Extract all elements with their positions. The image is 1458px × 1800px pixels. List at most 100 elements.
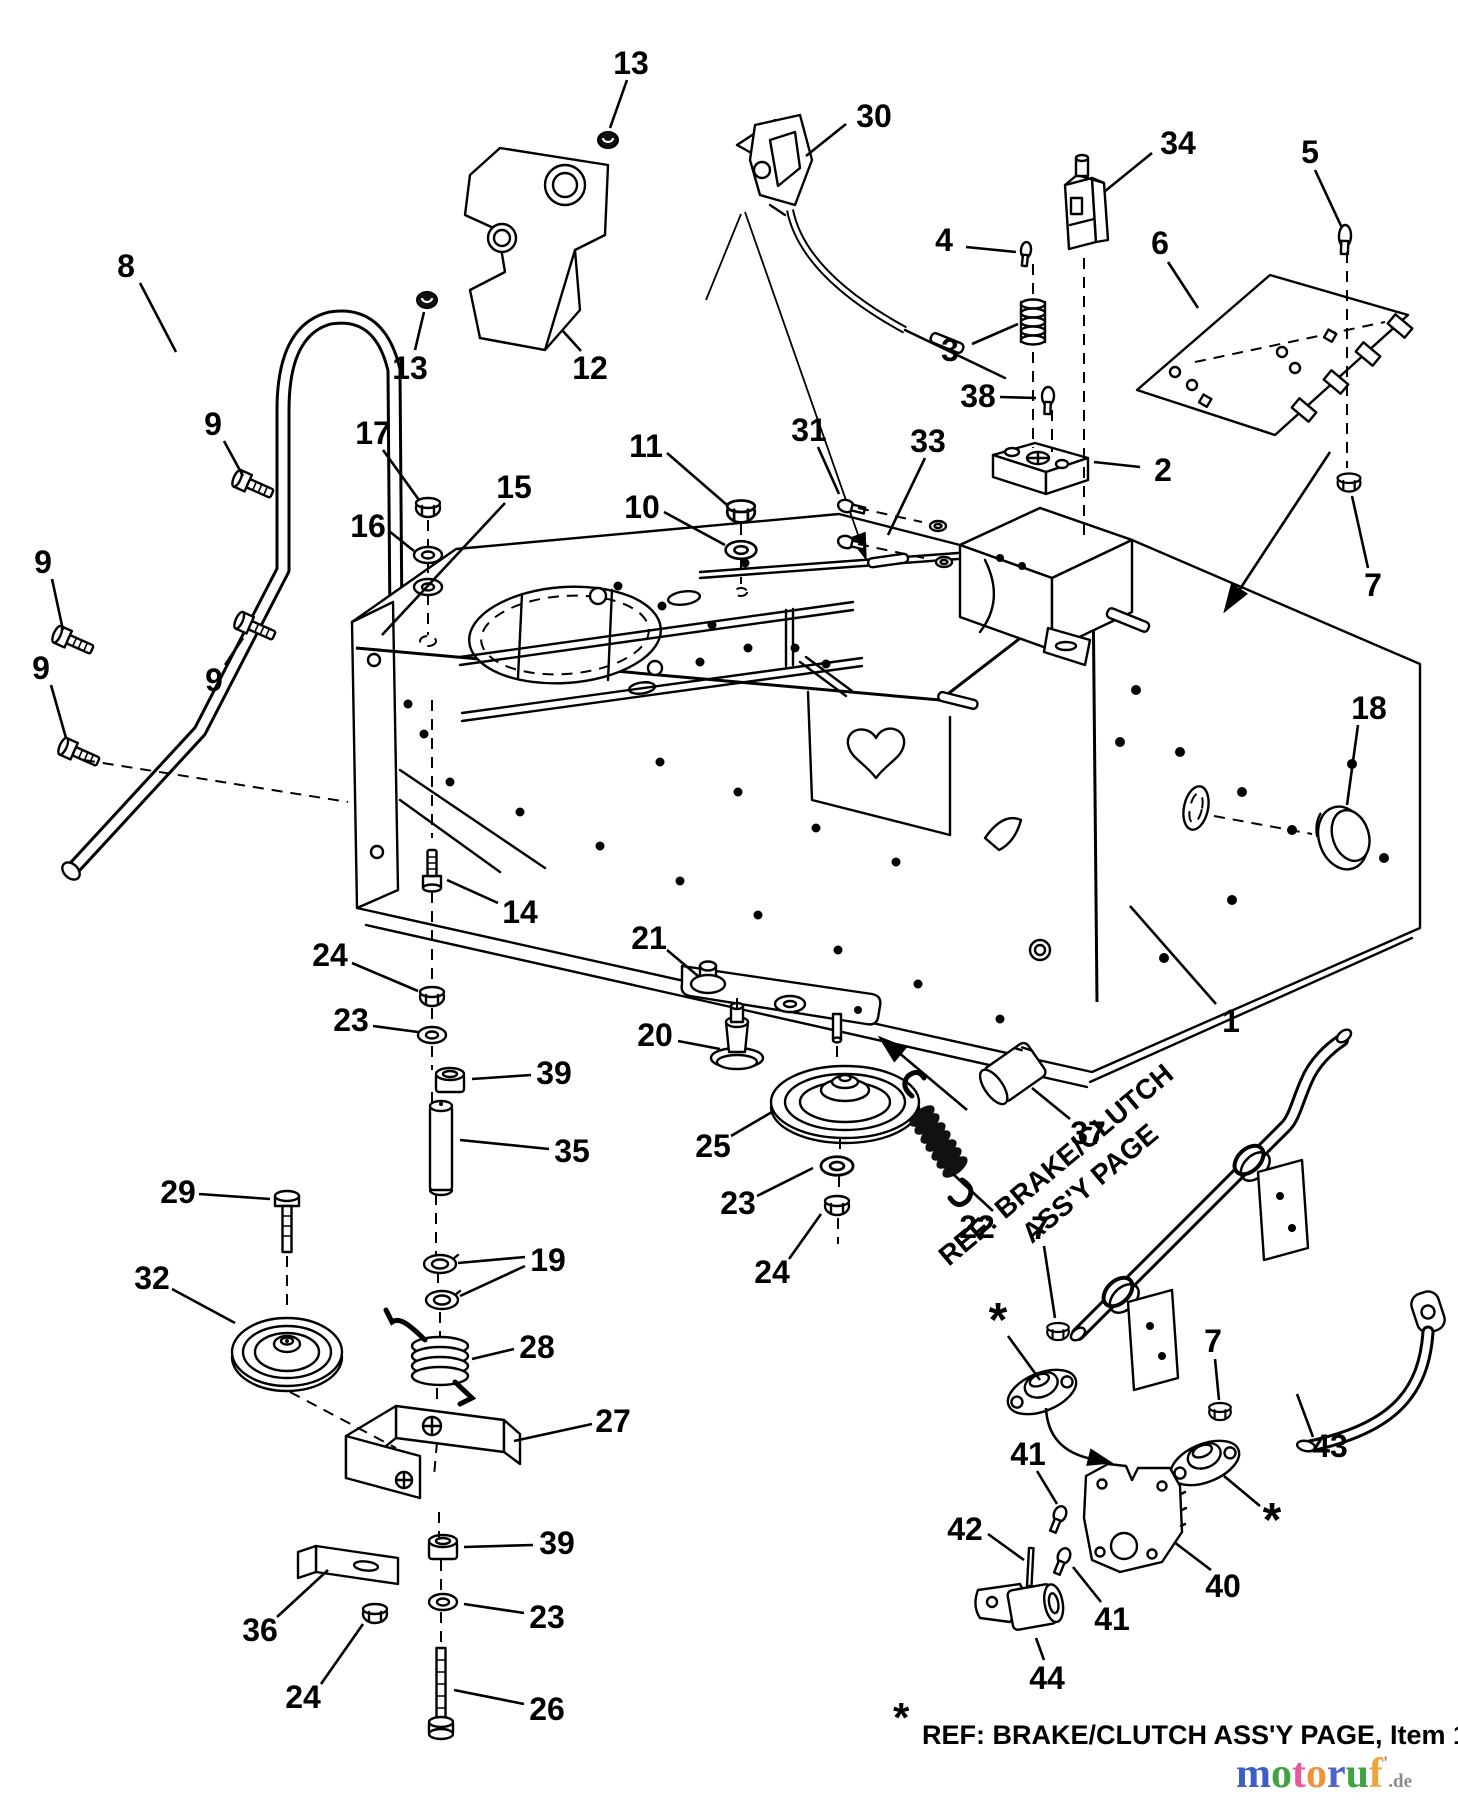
callout-42: 42	[947, 1511, 983, 1547]
washer-10	[724, 539, 758, 561]
asterisk-lower: *	[1263, 1494, 1282, 1547]
callout-13-left: 13	[392, 350, 428, 386]
nut-7-lower-right	[1208, 1401, 1232, 1422]
nut-11	[725, 499, 757, 524]
switch-34	[1063, 153, 1110, 251]
callout-14: 14	[502, 894, 538, 930]
callout-11: 11	[629, 428, 663, 464]
callout-24c: 24	[285, 1679, 321, 1715]
washer-23-lower	[427, 1592, 459, 1612]
screw-38	[1040, 385, 1056, 416]
callout-3: 3	[941, 332, 959, 368]
nut-24-lower	[361, 1602, 389, 1625]
callout-1: 1	[1222, 1003, 1240, 1039]
callout-40: 40	[1205, 1568, 1241, 1604]
bracket-12	[463, 146, 610, 352]
torsion-spring-28	[383, 1307, 477, 1407]
angle-bracket-36	[296, 1544, 400, 1586]
flat-idler-pulley-32	[230, 1316, 344, 1393]
callout-24a: 24	[312, 937, 348, 973]
callout-31: 31	[791, 412, 827, 448]
callout-10: 10	[624, 489, 660, 525]
callout-39a: 39	[536, 1055, 572, 1091]
callout-36: 36	[242, 1612, 278, 1648]
screw-4	[1019, 240, 1033, 268]
nut-13-left	[415, 290, 439, 310]
extension-spring-22	[877, 1035, 974, 1207]
callout-23b: 23	[720, 1185, 756, 1221]
nut-7-center	[1046, 1321, 1070, 1342]
callout-29: 29	[160, 1174, 196, 1210]
spacer-block-2	[991, 441, 1090, 496]
v-idler-pulley-25	[769, 1064, 921, 1145]
assembly-dashed-lines	[83, 252, 1348, 1644]
grommet-18	[1315, 805, 1371, 871]
callout-27: 27	[595, 1403, 631, 1439]
callout-41a: 41	[1010, 1436, 1046, 1472]
mount-plate-40	[1082, 1462, 1188, 1574]
nut-24-upper	[418, 985, 446, 1008]
nut-7-right	[1336, 472, 1362, 493]
callout-25: 25	[695, 1128, 731, 1164]
spacer-37	[978, 1041, 1047, 1106]
nut-24-center	[823, 1194, 851, 1217]
callout-34: 34	[1160, 125, 1196, 161]
nut-17	[414, 496, 442, 519]
callout-9b: 9	[34, 544, 52, 580]
callout-30: 30	[856, 98, 892, 134]
callout-39b: 39	[539, 1525, 575, 1561]
callout-4: 4	[935, 222, 953, 258]
callout-44: 44	[1029, 1660, 1065, 1696]
callout-38: 38	[960, 378, 996, 414]
callout-22: 22	[959, 1209, 995, 1245]
footnote-asterisk: *	[893, 1694, 910, 1741]
leader-lines	[49, 79, 1370, 1706]
callout-9a: 9	[204, 406, 222, 442]
logo-mark: '	[1383, 1753, 1388, 1774]
idler-bracket-27	[344, 1404, 522, 1500]
bushing-39-lower	[427, 1533, 459, 1561]
callout-7c: 7	[1204, 1323, 1222, 1359]
spring-3	[1019, 298, 1047, 346]
callout-5: 5	[1301, 134, 1319, 170]
callout-17: 17	[355, 415, 391, 451]
callout-18: 18	[1351, 690, 1387, 726]
nut-13-top	[596, 130, 620, 150]
callout-9c: 9	[32, 650, 50, 686]
callout-12: 12	[572, 350, 608, 386]
bent-rod-43	[1295, 1290, 1446, 1453]
callout-6: 6	[1151, 225, 1169, 261]
callout-43: 43	[1312, 1428, 1348, 1464]
assembly-arrow-right	[1223, 451, 1332, 614]
cable-bracket-30	[705, 113, 1007, 562]
curved-arrow	[1044, 1407, 1114, 1466]
washer-23-center	[819, 1155, 855, 1177]
callout-24b: 24	[754, 1254, 790, 1290]
callout-23a: 23	[333, 1002, 369, 1038]
callout-21: 21	[631, 920, 667, 956]
callout-7b: 7	[1031, 1210, 1049, 1246]
callout-9d: 9	[205, 662, 223, 698]
callout-2: 2	[1154, 452, 1172, 488]
callout-20: 20	[637, 1017, 673, 1053]
hinged-plate-6	[1135, 273, 1414, 437]
callout-26: 26	[529, 1691, 565, 1727]
callout-8: 8	[117, 248, 135, 284]
bolt-26	[427, 1646, 455, 1741]
callout-labels: 13 30 34 5 4 6 8 3 13 12 38 2 9 17 31 33…	[32, 45, 1387, 1727]
callout-41b: 41	[1094, 1601, 1130, 1637]
screw-5	[1337, 223, 1353, 256]
bushing-39-upper	[434, 1066, 466, 1094]
asterisk-upper: *	[989, 1294, 1008, 1347]
washers-33	[928, 519, 954, 569]
lever-44	[974, 1582, 1065, 1631]
callout-16: 16	[350, 508, 386, 544]
brake-clutch-shaft	[1069, 1028, 1353, 1392]
callout-32: 32	[134, 1260, 170, 1296]
callout-15: 15	[496, 469, 532, 505]
footnote: * REF: BRAKE/CLUTCH ASS'Y PAGE, Item 14	[893, 1694, 1458, 1750]
footnote-text: REF: BRAKE/CLUTCH ASS'Y PAGE, Item 14	[922, 1720, 1458, 1750]
callout-35: 35	[554, 1133, 590, 1169]
